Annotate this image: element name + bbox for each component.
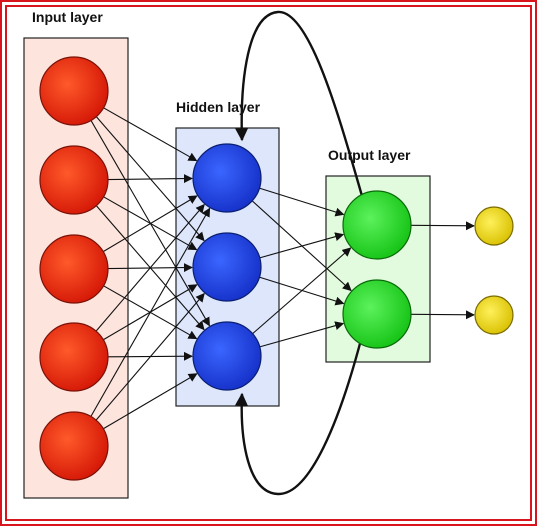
hidden-layer-label: Hidden layer bbox=[176, 99, 261, 115]
input-neuron-2 bbox=[39, 145, 109, 215]
neurons bbox=[39, 56, 514, 481]
inner-frame bbox=[5, 5, 532, 521]
input-neuron-3 bbox=[39, 234, 109, 304]
output-layer-label: Output layer bbox=[328, 147, 411, 163]
input-layer-label: Input layer bbox=[32, 9, 103, 25]
edge-input-3-to-hidden-1 bbox=[102, 195, 198, 253]
edge-input-5-to-hidden-2 bbox=[95, 292, 205, 422]
result-neuron-2 bbox=[474, 295, 514, 335]
input-neuron-4 bbox=[39, 322, 109, 392]
edge-input-2-to-hidden-1 bbox=[106, 174, 193, 184]
edge-input-2-to-hidden-2 bbox=[102, 195, 198, 251]
edge-hidden-1-to-output-2 bbox=[251, 199, 352, 292]
input-neuron-5 bbox=[39, 411, 109, 481]
edge-hidden-1-to-output-1 bbox=[258, 187, 345, 217]
edge-hidden-3-to-output-2 bbox=[258, 321, 345, 348]
output-neuron-2 bbox=[342, 279, 412, 349]
edge-input-5-to-hidden-1 bbox=[89, 207, 211, 418]
hidden-neuron-2 bbox=[192, 232, 262, 302]
hidden-neuron-1 bbox=[192, 143, 262, 213]
edge-input-4-to-hidden-1 bbox=[95, 203, 205, 333]
edge-input-5-to-hidden-3 bbox=[102, 373, 198, 430]
edge-hidden-2-to-output-1 bbox=[258, 232, 345, 259]
feedback-loop-top bbox=[235, 10, 364, 197]
output-neuron-1 bbox=[342, 190, 412, 260]
hidden-neuron-3 bbox=[192, 321, 262, 391]
edge-hidden-3-to-output-1 bbox=[251, 247, 352, 335]
edge-input-4-to-hidden-3 bbox=[106, 351, 193, 361]
edge-input-1-to-hidden-2 bbox=[95, 115, 205, 242]
feedback-loop-bottom bbox=[235, 335, 364, 496]
edge-output-1-to-result-1 bbox=[409, 221, 475, 231]
edge-hidden-2-to-output-2 bbox=[258, 276, 345, 306]
connections bbox=[89, 106, 475, 430]
result-neuron-1 bbox=[474, 206, 514, 246]
edge-input-2-to-hidden-3 bbox=[95, 204, 205, 331]
edge-input-1-to-hidden-1 bbox=[102, 106, 198, 162]
edge-output-2-to-result-2 bbox=[409, 310, 475, 320]
input-neuron-1 bbox=[39, 56, 109, 126]
